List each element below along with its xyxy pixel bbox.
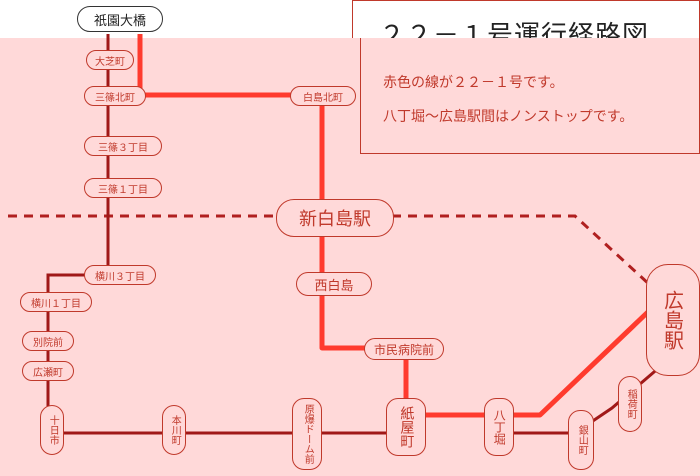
stop-inari-machi: 稲荷町 [618,376,642,432]
page-title: ２２－１号運行経路図 [379,21,650,38]
other-route-line [46,34,110,300]
stop-genbaku-dome: 原爆ドーム前 [292,398,322,470]
stop-nishi-hakushima: 西白島 [296,272,372,296]
stop-gion-ohashi: 祇園大橋 [77,6,163,32]
stop-shin-hakushima: 新白島駅 [276,199,394,237]
info-line-1: 赤色の線が２２－１号です。 [383,75,564,91]
stop-misasa-kitamachi: 三篠北町 [84,86,146,106]
stop-hiroshima-station: 広島駅 [646,264,700,376]
info-box: 赤色の線が２２－１号です。 八丁堀～広島駅間はノンストップです。 [360,38,700,154]
stop-hirose-machi: 広瀬町 [22,361,74,381]
stop-ginzan-cho: 銀山町 [568,410,594,470]
stop-kamiya-cho: 紙屋町 [386,398,426,456]
stop-tokaichi: 十日市 [40,405,64,455]
stop-misasa-1: 三篠１丁目 [84,178,162,198]
stop-misasa-3: 三篠３丁目 [84,136,162,156]
stop-hakushima-kitamachi: 白島北町 [290,86,356,106]
jr-line [8,214,652,287]
info-line-2: 八丁堀～広島駅間はノンストップです。 [383,109,634,125]
stop-honkawa-cho: 本川町 [162,405,186,455]
map-background [0,38,700,476]
stop-yokogawa-3: 横川３丁目 [84,265,156,285]
stop-yokogawa-1: 横川１丁目 [20,292,92,312]
stop-oshiba-cho: 大芝町 [86,50,134,70]
title-box: ２２－１号運行経路図 [352,0,700,38]
stop-shimin-byoin: 市民病院前 [364,338,444,360]
stop-hatchobori: 八丁堀 [484,398,514,456]
stop-betsuin-mae: 別院前 [22,331,74,351]
